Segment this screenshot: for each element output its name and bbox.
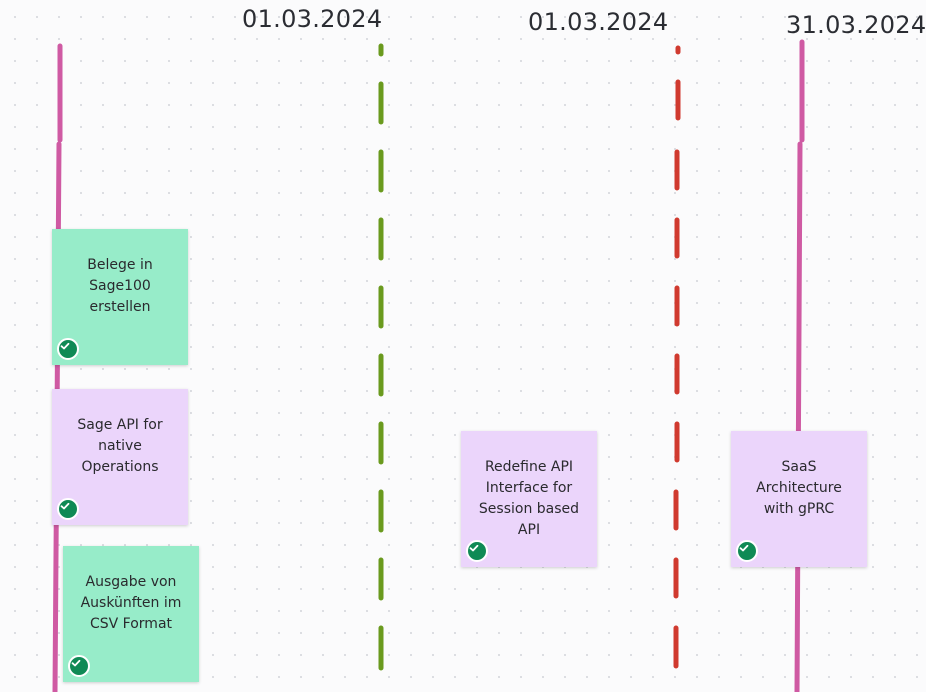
check-circle-icon	[68, 655, 90, 677]
date-label-3[interactable]: 31.03.2024	[786, 11, 926, 39]
check-circle-icon	[57, 498, 79, 520]
milestone-line-red[interactable]	[673, 45, 681, 669]
sticky-note-belege[interactable]: Belege in Sage100 erstellen	[52, 229, 188, 365]
check-circle-icon	[57, 338, 79, 360]
sticky-note-text: SaaS Architecture with gPRC	[756, 459, 842, 517]
milestone-line-right[interactable]	[794, 39, 805, 692]
sticky-note-text: Ausgabe von Auskünften im CSV Format	[80, 574, 182, 632]
sticky-note-text: Belege in Sage100 erstellen	[87, 257, 153, 315]
sticky-note-redefine-api[interactable]: Redefine API Interface for Session based…	[461, 431, 597, 567]
sticky-note-ausgabe[interactable]: Ausgabe von Auskünften im CSV Format	[63, 546, 199, 682]
sticky-note-text: Sage API for native Operations	[77, 417, 163, 475]
milestone-line-left[interactable]	[52, 43, 63, 692]
sticky-note-text: Redefine API Interface for Session based…	[478, 459, 580, 538]
sticky-note-saas[interactable]: SaaS Architecture with gPRC	[731, 431, 867, 567]
date-label-2[interactable]: 01.03.2024	[528, 8, 669, 36]
date-label-1[interactable]: 01.03.2024	[242, 5, 383, 33]
sticky-note-sage-api[interactable]: Sage API for native Operations	[52, 389, 188, 525]
check-circle-icon	[466, 540, 488, 562]
check-circle-icon	[736, 540, 758, 562]
